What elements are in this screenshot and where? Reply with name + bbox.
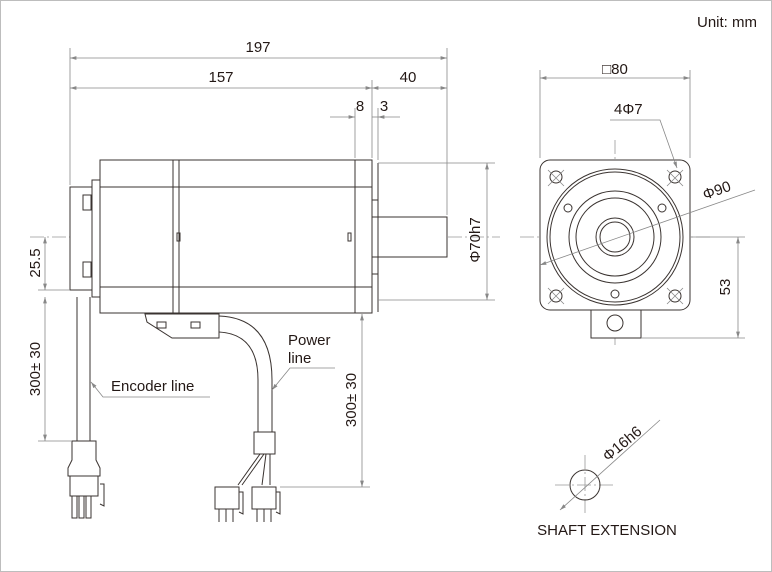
dim-shaft-diameter: Φ16h6 <box>600 423 646 465</box>
dim-bolt-circle: Φ90 <box>701 178 734 204</box>
dim-encoder-offset: 25.5 <box>27 248 44 277</box>
unit-label: Unit: mm <box>697 14 757 31</box>
dim-shaft-step: 3 <box>380 98 388 115</box>
cable-bracket <box>144 313 220 339</box>
dim-power-cable: 300± 30 <box>343 373 360 427</box>
side-view: 197 157 40 8 3 Φ70h7 25.5 300± 30 300± 3… <box>27 39 500 522</box>
dim-body-length: 157 <box>208 69 233 86</box>
encoder-line-label: Encoder line <box>111 378 194 395</box>
mounting-holes <box>549 170 682 303</box>
dim-flange: 8 <box>356 98 364 115</box>
dim-shaft-length: 40 <box>400 69 417 86</box>
encoder-cable <box>67 297 105 519</box>
front-view: □80 4Φ7 Φ90 53 <box>520 61 756 345</box>
dim-total-length: 197 <box>245 39 270 56</box>
dim-square: □80 <box>602 61 628 78</box>
shaft <box>371 216 448 258</box>
dim-encoder-cable: 300± 30 <box>27 342 44 396</box>
shaft-extension-title: SHAFT EXTENSION <box>537 522 677 539</box>
dim-holes: 4Φ7 <box>614 101 643 118</box>
encoder-cover <box>69 179 101 298</box>
power-line-label-2: line <box>288 350 311 367</box>
motor-body <box>99 159 373 314</box>
power-cable <box>214 315 281 522</box>
shaft-extension: Φ16h6 SHAFT EXTENSION <box>537 419 677 539</box>
power-line-label-1: Power <box>288 332 331 349</box>
dim-height: 53 <box>717 279 734 296</box>
dim-pilot-diameter: Φ70h7 <box>467 217 484 262</box>
